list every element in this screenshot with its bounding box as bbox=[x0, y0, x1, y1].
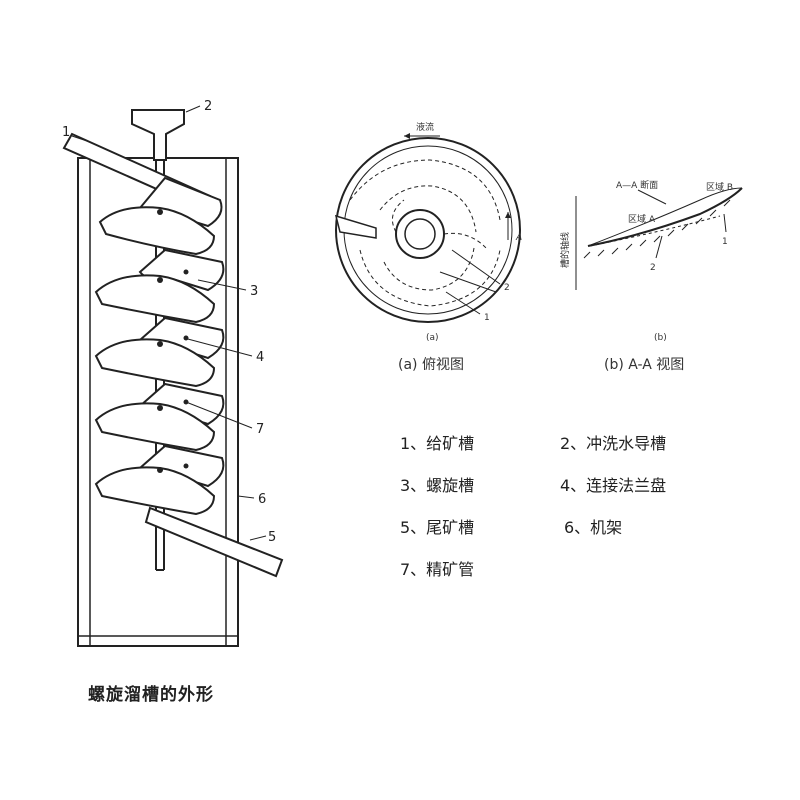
section-view-callout-1: 1 bbox=[722, 237, 728, 247]
legend-item-flange: 4、连接法兰盘 bbox=[560, 476, 667, 495]
legend-item-feed-trough: 1、给矿槽 bbox=[400, 434, 475, 453]
callout-flange: 4 bbox=[256, 350, 264, 365]
callout-spiral-trough: 3 bbox=[250, 284, 258, 299]
zone-a-label: 区域 A bbox=[628, 213, 656, 225]
spiral-turn bbox=[94, 316, 225, 388]
top-view-callout-1: 1 bbox=[484, 313, 490, 323]
callout-frame: 6 bbox=[258, 492, 266, 507]
spiral-turn bbox=[98, 176, 223, 256]
callout-feed-trough: 1 bbox=[62, 125, 70, 140]
section-view-diagram bbox=[575, 187, 743, 290]
tailings-trough bbox=[144, 506, 284, 578]
spiral-turn bbox=[94, 382, 225, 452]
legend-item-tailings-trough: 5、尾矿槽 bbox=[400, 518, 475, 537]
trough-axis-label: 槽的轴线 bbox=[559, 232, 571, 268]
callout-concentrate-pipe: 7 bbox=[256, 422, 264, 437]
flow-label: 液流 bbox=[416, 121, 434, 133]
spiral-turns bbox=[94, 176, 225, 516]
section-view-callout-2: 2 bbox=[650, 263, 656, 273]
spiral-turn bbox=[94, 444, 225, 516]
left-callouts: 1 2 3 4 7 6 5 bbox=[62, 99, 276, 545]
legend-item-wash-water-trough: 2、冲洗水导槽 bbox=[560, 434, 667, 453]
top-view-caption: (a) 俯视图 bbox=[398, 357, 464, 373]
callout-tailings: 5 bbox=[268, 530, 276, 545]
callout-wash-water: 2 bbox=[204, 99, 212, 114]
top-view-diagram bbox=[334, 133, 521, 323]
wash-water-funnel bbox=[131, 109, 185, 161]
ground-hatching bbox=[583, 199, 731, 259]
legend-item-frame: 6、机架 bbox=[564, 518, 623, 537]
section-view-caption: (b) A-A 视图 bbox=[604, 357, 685, 373]
flange-dots bbox=[157, 209, 189, 473]
apparatus-title: 螺旋溜槽的外形 bbox=[88, 685, 214, 705]
spiral-chute-apparatus bbox=[62, 105, 284, 647]
top-view-callout-2: 2 bbox=[504, 283, 510, 293]
spiral-turn bbox=[94, 248, 225, 324]
swirl-flow-lines bbox=[349, 159, 501, 307]
section-a-label: A bbox=[515, 233, 522, 243]
leader-lines bbox=[71, 105, 267, 541]
top-view-sub-letter: (a) bbox=[426, 333, 439, 343]
zone-b-label: 区域 B bbox=[706, 181, 733, 193]
legend-item-spiral-trough: 3、螺旋槽 bbox=[400, 476, 475, 495]
section-view-sub-letter: (b) bbox=[654, 333, 667, 343]
legend-item-concentrate-pipe: 7、精矿管 bbox=[400, 560, 475, 579]
section-label: A—A 断面 bbox=[616, 179, 658, 191]
